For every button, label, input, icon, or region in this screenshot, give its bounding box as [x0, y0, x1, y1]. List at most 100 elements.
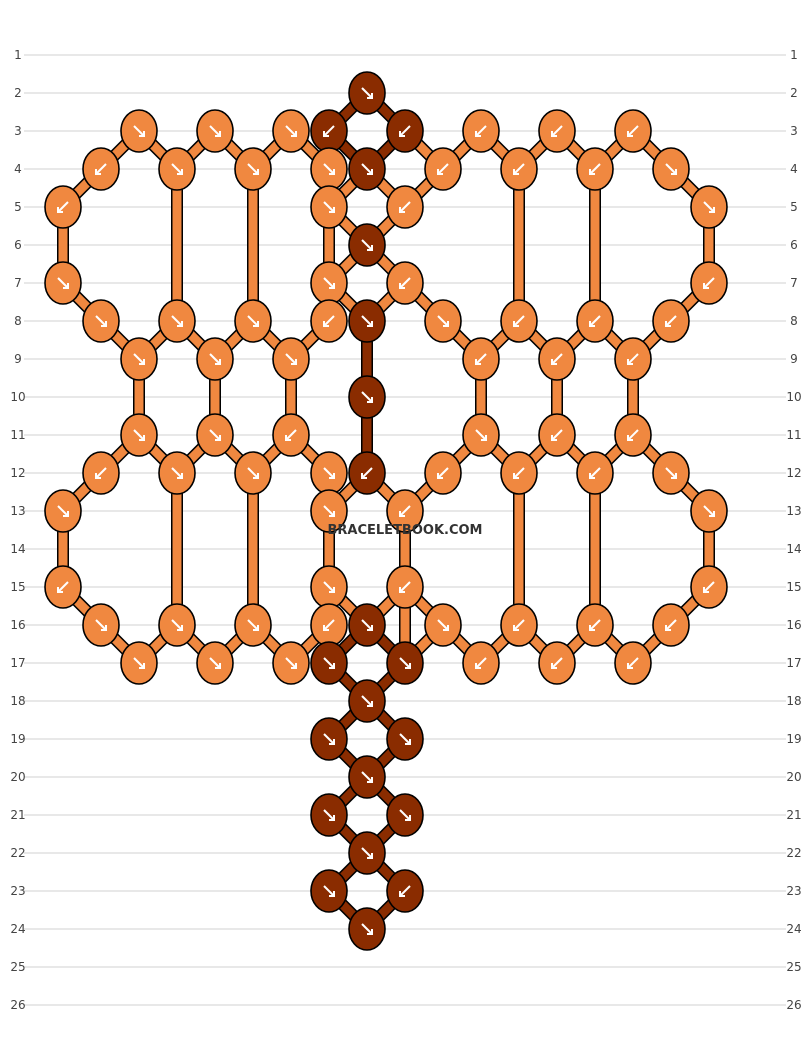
knot [500, 299, 538, 343]
knot-arrow-icon [323, 619, 335, 631]
knot [538, 641, 576, 685]
row-number: 19 [786, 732, 801, 746]
knot [386, 717, 424, 761]
knot-arrow-icon [361, 315, 373, 327]
knot [158, 451, 196, 495]
knot [158, 147, 196, 191]
thread-end-label: B [117, 1044, 123, 1054]
thread-end-label: B [573, 9, 579, 19]
knot-arrow-icon [513, 467, 525, 479]
knot-arrow-icon [399, 125, 411, 137]
knot [690, 185, 728, 229]
row-number: 9 [14, 352, 22, 366]
thread-end-label: A [345, 9, 352, 19]
row-number: 12 [786, 466, 801, 480]
knot-arrow-icon [627, 429, 639, 441]
knot-arrow-icon [323, 657, 335, 669]
knot-arrow-icon [627, 657, 639, 669]
thread-end-label: B [269, 9, 275, 19]
knot-arrow-icon [665, 315, 677, 327]
thread-end-label: B [155, 1044, 161, 1054]
knot-arrow-icon [361, 923, 373, 935]
thread-end-label: B [649, 9, 655, 19]
knot-arrow-icon [323, 125, 335, 137]
row-number: 6 [14, 238, 22, 252]
knot [310, 793, 348, 837]
knot [348, 299, 386, 343]
knot-arrow-icon [323, 733, 335, 745]
knot [386, 185, 424, 229]
knot [234, 603, 272, 647]
knot-arrow-icon [361, 771, 373, 783]
knot-arrow-icon [551, 125, 563, 137]
row-number: 26 [10, 998, 25, 1012]
knot-arrow-icon [703, 505, 715, 517]
row-number: 16 [10, 618, 25, 632]
knot [234, 147, 272, 191]
knot-arrow-icon [399, 733, 411, 745]
knot [386, 489, 424, 533]
knot [348, 831, 386, 875]
knot [234, 451, 272, 495]
thread-end-label: B [725, 9, 731, 19]
knot [538, 109, 576, 153]
row-number: 22 [10, 846, 25, 860]
thread-end-label: A [421, 9, 428, 19]
knot [424, 299, 462, 343]
knot [614, 413, 652, 457]
knot-arrow-icon [627, 353, 639, 365]
thread-end-label: B [193, 1044, 199, 1054]
thread-end-label: B [307, 9, 313, 19]
row-number: 13 [10, 504, 25, 518]
watermark: BRACELETBOOK.COM [328, 523, 483, 538]
row-number: 7 [790, 276, 798, 290]
thread-end-label: B [307, 1044, 313, 1054]
knot [44, 489, 82, 533]
row-number: 21 [786, 808, 801, 822]
knot-arrow-icon [437, 619, 449, 631]
thread-end-label: B [117, 9, 123, 19]
knot-arrow-icon [361, 163, 373, 175]
row-number: 14 [786, 542, 801, 556]
knot-arrow-icon [57, 201, 69, 213]
knot-arrow-icon [437, 315, 449, 327]
knot-arrow-icon [665, 619, 677, 631]
knot-arrow-icon [399, 505, 411, 517]
knot-arrow-icon [209, 657, 221, 669]
row-number: 9 [790, 352, 798, 366]
knot-arrow-icon [323, 809, 335, 821]
knot [158, 603, 196, 647]
thread-end-label: B [231, 1044, 237, 1054]
knot-arrow-icon [665, 163, 677, 175]
knot [310, 185, 348, 229]
thread-end-label: B [611, 1044, 617, 1054]
knot [386, 565, 424, 609]
knot [310, 489, 348, 533]
row-number: 3 [14, 124, 22, 138]
knot-arrow-icon [133, 353, 145, 365]
knot [614, 109, 652, 153]
knot [462, 413, 500, 457]
row-number: 26 [786, 998, 801, 1012]
thread-end-label: A [345, 1044, 352, 1054]
knot-arrow-icon [323, 505, 335, 517]
row-number: 19 [10, 732, 25, 746]
knot-arrow-icon [703, 581, 715, 593]
knot [348, 755, 386, 799]
row-number: 10 [786, 390, 801, 404]
knot-arrow-icon [285, 125, 297, 137]
row-number: 23 [786, 884, 801, 898]
knot-arrow-icon [513, 619, 525, 631]
row-numbers-right: 1234567891011121314151617181920212223242… [786, 48, 801, 1012]
knot [462, 337, 500, 381]
knot [386, 793, 424, 837]
row-number: 3 [790, 124, 798, 138]
knot [386, 641, 424, 685]
knot [348, 907, 386, 951]
knot-arrow-icon [285, 353, 297, 365]
thread-end-label: B [573, 1044, 579, 1054]
thread-end-label: B [269, 1044, 275, 1054]
knot-arrow-icon [95, 315, 107, 327]
knot [310, 603, 348, 647]
